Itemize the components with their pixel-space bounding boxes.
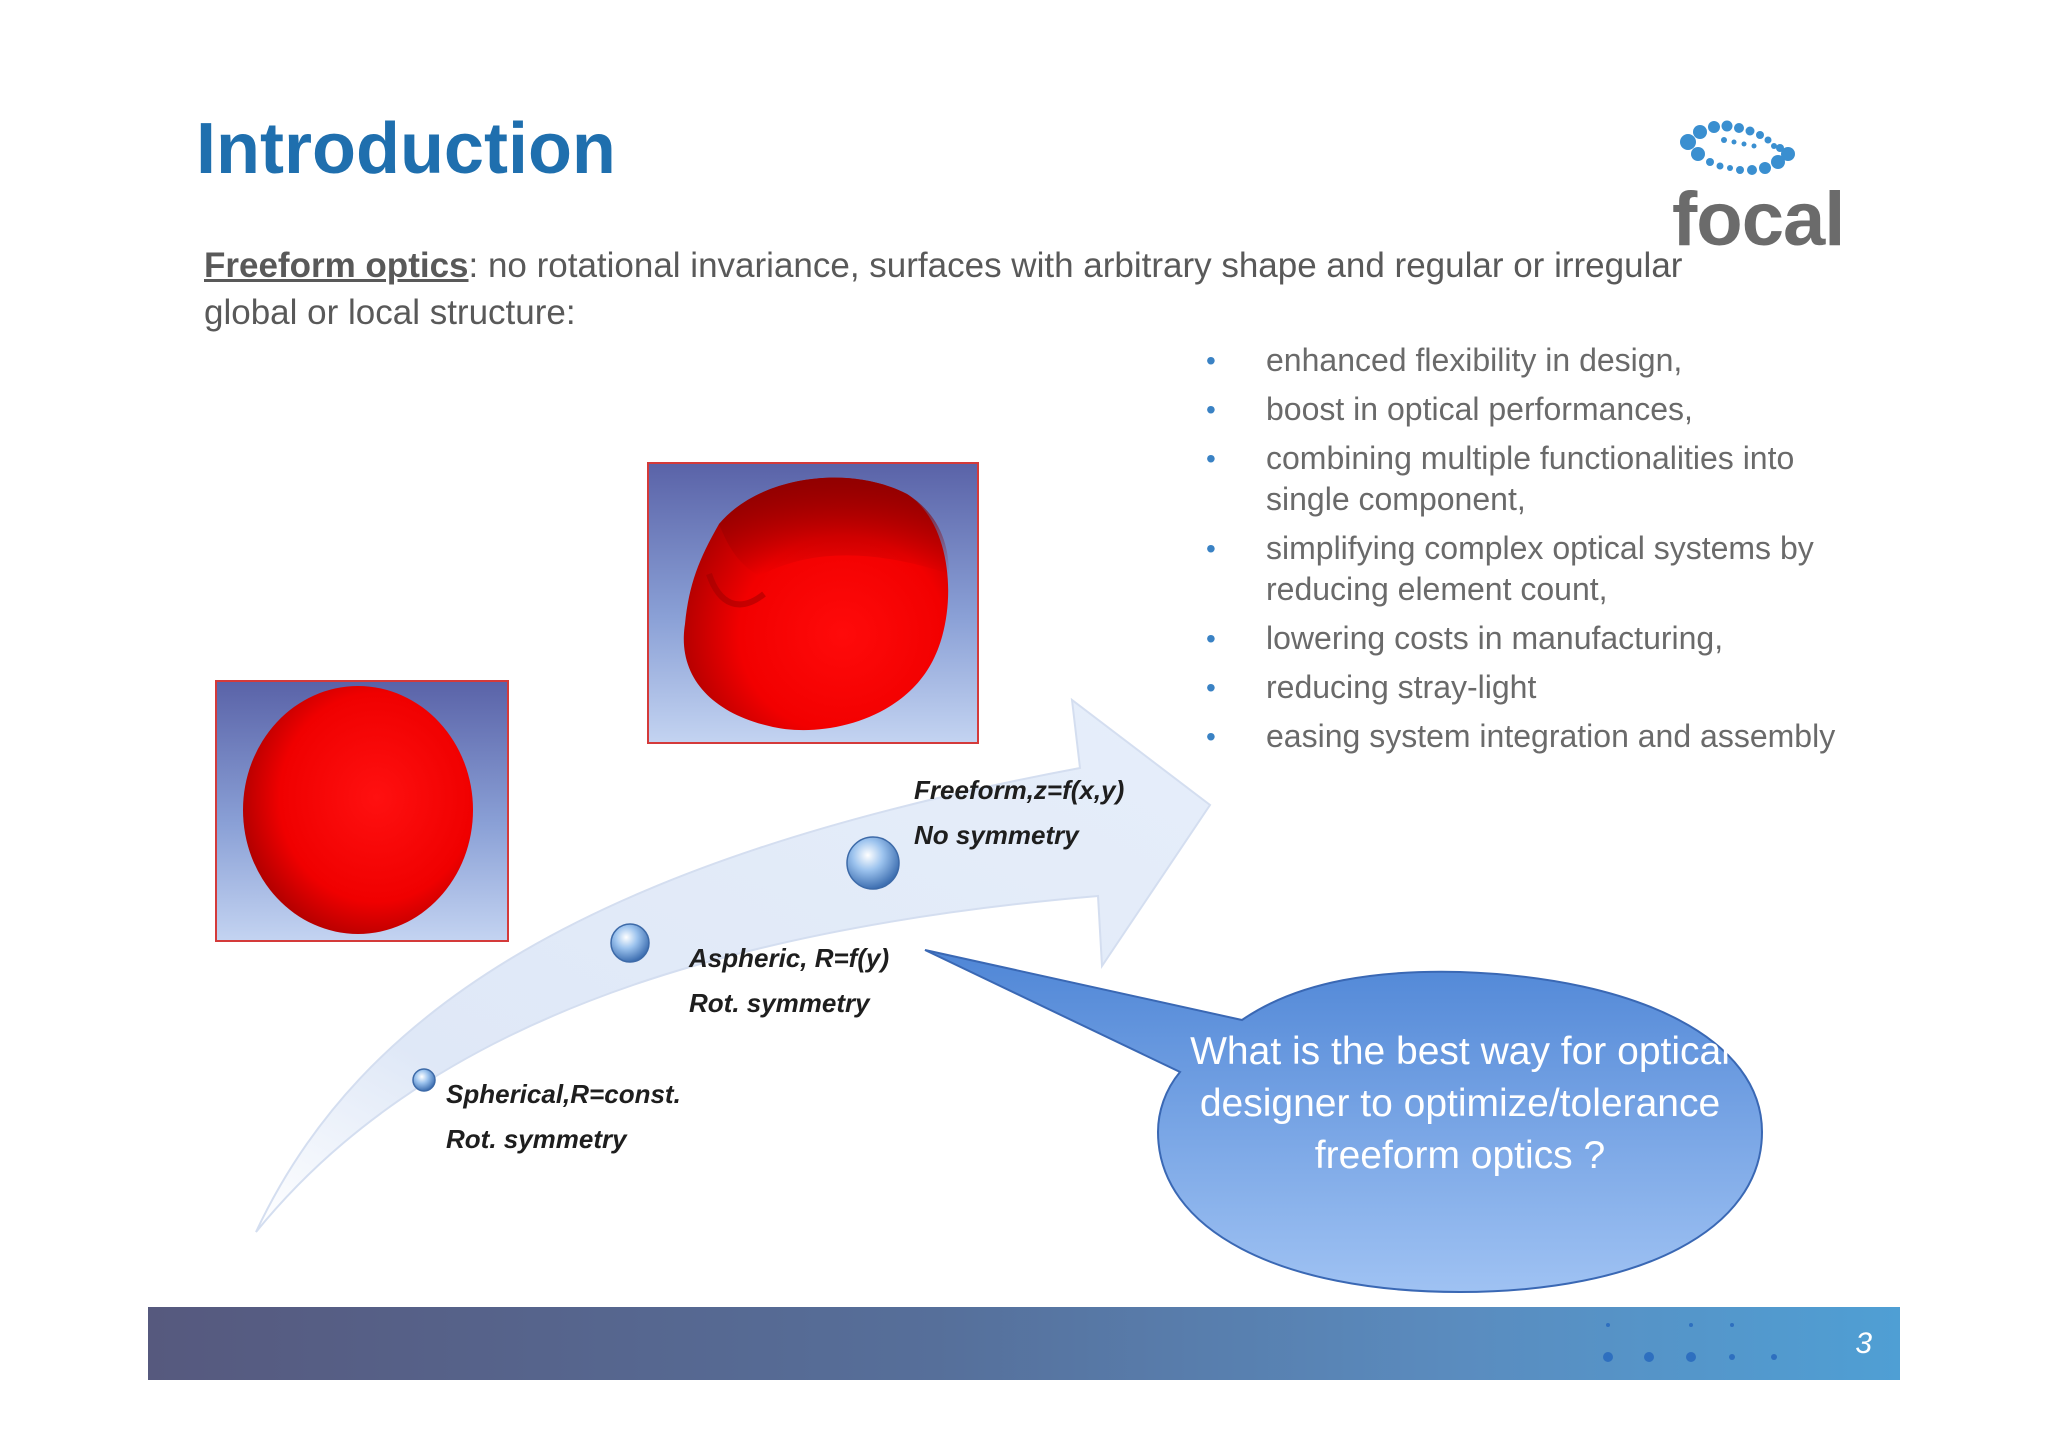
list-item: • lowering costs in manufacturing,	[1206, 618, 1866, 659]
list-item: •enhanced flexibility in design,	[1206, 340, 1866, 381]
bullet-icon: •	[1206, 721, 1216, 752]
stage-label-spherical: Spherical,R=const. Rot. symmetry	[446, 1079, 681, 1154]
stage-marker-icon	[610, 923, 650, 963]
stage-label-aspheric: Aspheric, R=f(y) Rot. symmetry	[689, 943, 890, 1018]
freeform-surface-image	[647, 462, 979, 744]
list-item: •combining multiple functionalities into…	[1206, 440, 1795, 517]
stage-marker-icon	[846, 836, 900, 890]
list-item: •easing system integration and assembly	[1206, 716, 1866, 757]
bullet-icon: •	[1206, 623, 1216, 654]
callout-question: What is the best way for optical designe…	[1190, 1030, 1730, 1177]
intro-paragraph: Freeform optics: no rotational invarianc…	[204, 242, 1764, 336]
benefits-list: •enhanced flexibility in design, •boost …	[1206, 340, 1866, 765]
list-item: •simplifying complex optical systems by …	[1206, 530, 1814, 607]
bullet-icon: •	[1206, 672, 1216, 703]
list-item: •boost in optical performances,	[1206, 389, 1866, 430]
spherical-surface-image	[215, 680, 509, 942]
bullet-icon: •	[1206, 533, 1216, 564]
focal-logo-icon	[1680, 120, 1795, 175]
footer-bar: 3	[148, 1307, 1900, 1380]
slide-title: Introduction	[196, 109, 616, 189]
bullet-icon: •	[1206, 443, 1216, 474]
stage-label-freeform: Freeform,z=f(x,y) No symmetry	[914, 775, 1125, 850]
intro-term: Freeform optics	[204, 246, 469, 285]
bullet-icon: •	[1206, 345, 1216, 376]
logo-text: focal	[1672, 177, 1845, 262]
decorative-dots-icon	[1603, 1323, 1777, 1362]
bullet-icon: •	[1206, 394, 1216, 425]
intro-text: : no rotational invariance, surfaces wit…	[204, 246, 1683, 332]
page-number: 3	[1855, 1327, 1872, 1360]
list-item: •reducing stray-light	[1206, 667, 1866, 708]
stage-marker-icon	[412, 1068, 436, 1092]
